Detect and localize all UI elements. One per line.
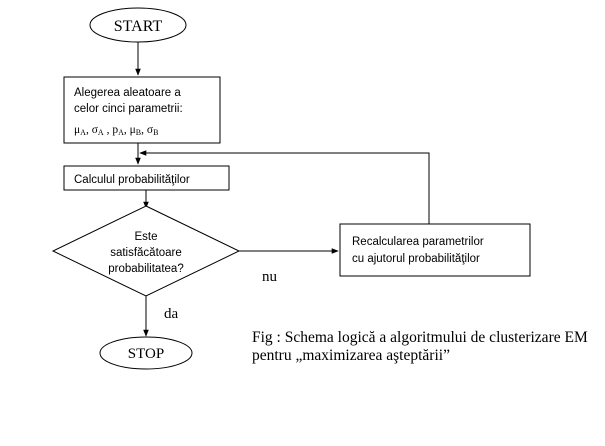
decision-line3: probabilitatea? <box>108 263 183 275</box>
figure-caption: Fig : Schema logică a algoritmului de cl… <box>252 329 588 365</box>
stop-node <box>99 336 193 370</box>
param-p-a-symbol: p <box>112 124 118 136</box>
init-box-line2: celor cinci parametrii: <box>74 103 183 115</box>
param-mu-a-symbol: μ <box>74 124 80 136</box>
init-box-params: μA, σA , pA, μB, σB <box>74 124 158 137</box>
param-p-a-sub: A <box>118 128 124 137</box>
start-label: START <box>114 18 163 35</box>
param-sigma-a-symbol: σ <box>92 124 99 136</box>
param-sigma-b-sub: B <box>153 128 158 137</box>
caption-line2: pentru „maximizarea aşteptării” <box>252 347 450 364</box>
init-parameters-box <box>63 76 221 144</box>
recalc-box-line2: cu ajutorul probabilităţilor <box>352 253 480 265</box>
decision-line1: Este <box>134 231 157 243</box>
param-mu-b-sub: B <box>136 128 141 137</box>
label-no: nu <box>262 269 278 285</box>
compute-box-label: Calculul probabilităţilor <box>74 174 190 186</box>
init-box-line1: Alegerea aleatoare a <box>74 87 181 99</box>
param-mu-a-sub: A <box>80 128 86 137</box>
param-sigma-a-sub: A <box>98 128 104 137</box>
stop-label: STOP <box>128 346 164 362</box>
recalc-box-line1: Recalcularea parametrilor <box>352 236 484 248</box>
label-yes: da <box>164 306 179 322</box>
arrow-recalc-loop-back <box>139 150 430 224</box>
recalculate-parameters-box <box>339 223 531 277</box>
param-sigma-b-symbol: σ <box>147 124 154 136</box>
param-mu-b-symbol: μ <box>130 124 136 136</box>
caption-line1: Fig : Schema logică a algoritmului de cl… <box>252 329 588 346</box>
decision-line2: satisfăcătoare <box>110 247 182 259</box>
